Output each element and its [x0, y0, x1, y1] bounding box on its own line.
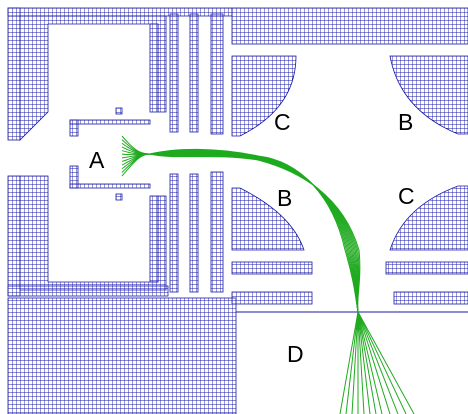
electrode-a-lower [19, 175, 167, 291]
bar-3-lower [210, 171, 224, 293]
frame-left-upper [7, 7, 21, 141]
label-c-upper: C [274, 109, 291, 135]
electrode-grid-group [7, 7, 468, 414]
lip-top-bar [69, 119, 151, 125]
ion-trajectories [121, 135, 415, 414]
strip-right-2 [393, 291, 468, 305]
electrode-a-upper-inner [149, 23, 159, 113]
quad-lower-right [389, 185, 468, 251]
label-c-lower: C [398, 183, 415, 209]
trajectory-line [121, 153, 415, 414]
quad-upper-left [231, 55, 297, 137]
strip-left-2 [231, 291, 313, 305]
bar-1-lower [169, 173, 179, 293]
strip-right-1 [385, 261, 468, 275]
lip-bottom-bar [69, 183, 151, 189]
label-b-lower: B [277, 185, 292, 211]
bar-2-lower [189, 173, 199, 293]
tiny-square-bottom [115, 193, 123, 201]
bar-2-upper [189, 13, 199, 133]
tiny-square-top [115, 107, 123, 115]
top-plate [231, 7, 468, 45]
bar-3-upper [210, 13, 224, 135]
quad-lower-left [231, 187, 305, 251]
label-b-upper: B [398, 109, 413, 135]
strip-left-1 [231, 261, 313, 275]
label-d: D [287, 341, 304, 367]
bottom-block [7, 297, 237, 414]
bar-1-upper [169, 13, 179, 133]
electrode-a-lower-inner [149, 195, 159, 283]
quad-upper-right [389, 55, 468, 135]
frame-left-lower [7, 175, 21, 297]
label-a: A [89, 147, 105, 173]
